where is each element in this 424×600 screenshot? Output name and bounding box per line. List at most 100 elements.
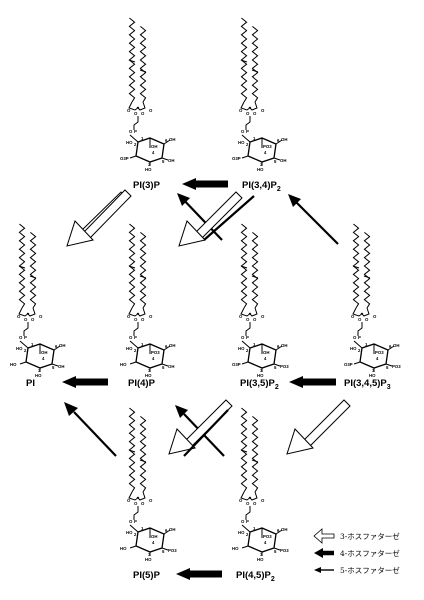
c4-substituent: OH: [41, 350, 47, 355]
ring-number-4: 4: [264, 150, 267, 155]
glycerol-o: O: [253, 501, 257, 506]
c3-substituent: HO: [120, 362, 127, 367]
c-lower-hydroxyl: HO: [257, 167, 264, 172]
c2-hydroxyl: HO: [350, 346, 357, 351]
label-pi35p2: PI(3,5)P2: [240, 378, 279, 391]
ester-left: [128, 491, 140, 501]
ring-number-1: 1: [253, 342, 256, 347]
label-pi5p: PI(5)P: [133, 570, 161, 581]
c6-hydroxyl: OH: [281, 137, 287, 142]
c2-hydroxyl: HO: [238, 530, 245, 535]
c1-bond: [353, 340, 363, 349]
glycerol-o: O: [141, 111, 145, 116]
ring-number-6: 6: [389, 344, 392, 349]
ring-number-6: 6: [165, 138, 168, 143]
c5-substituent: PO3: [392, 364, 401, 369]
chain-kink: [240, 59, 248, 63]
ester-right: [248, 101, 258, 111]
c1-bond: [129, 524, 139, 533]
glycerol-backbone: [133, 322, 139, 336]
c-lower-hydroxyl: HO: [35, 373, 42, 378]
c-lower-hydroxyl: HO: [145, 373, 152, 378]
ester-right: [26, 307, 36, 317]
c3-bond: [241, 361, 249, 365]
ring-number-5: 5: [52, 365, 55, 370]
c5-substituent: OH: [168, 158, 174, 163]
c3-bond: [241, 545, 249, 549]
glycerol-backbone: [23, 322, 29, 336]
glycerol-o: O: [246, 111, 250, 116]
acyl-chain-2: [29, 232, 37, 309]
carbonyl-o-right: O: [149, 314, 153, 319]
phosphate-p: P: [134, 519, 137, 524]
carbonyl-o-right: O: [149, 108, 153, 113]
legend: 3-ホスファターゼ 4-ホスファターゼ 5-ホスファターゼ: [313, 528, 400, 575]
c3-bond: [129, 545, 137, 549]
ring-number-5: 5: [162, 365, 165, 370]
chain-kink: [363, 275, 371, 279]
phosphate-p: P: [246, 335, 249, 340]
ring-number-2: 2: [134, 142, 137, 147]
c6-hydroxyl: OH: [281, 527, 287, 532]
chain-kink: [240, 265, 248, 269]
carbonyl-o-left: O: [351, 314, 355, 319]
glycerol-backbone: [245, 506, 251, 520]
c4-substituent: OH: [151, 144, 157, 149]
c3-substituent: HO: [120, 546, 127, 551]
glycerol-o: O: [246, 501, 250, 506]
glycerol-o: O: [31, 317, 35, 322]
acyl-chain-2: [363, 232, 371, 309]
c2-hydroxyl: HO: [126, 346, 133, 351]
glycerol-o: O: [358, 317, 362, 322]
c-lower-hydroxyl: HO: [145, 167, 152, 172]
phosphate-o: O: [19, 335, 23, 340]
c5-substituent: OH: [280, 158, 286, 163]
glycerol-o: O: [134, 317, 138, 322]
ester-left: [18, 307, 30, 317]
phosphate-o: O: [241, 519, 245, 524]
arrow-pi45p2-to-pi5p: [176, 568, 222, 580]
ring-number-6: 6: [55, 344, 58, 349]
ring-number-4: 4: [376, 356, 379, 361]
label-pi3p: PI(3)P: [133, 180, 161, 191]
legend-item-4-phosphatase: 4-ホスファターゼ: [314, 548, 400, 558]
acyl-chain-2: [251, 416, 259, 493]
c4-substituent: PO3: [375, 350, 384, 355]
ring-number-2: 2: [358, 348, 361, 353]
ring-number-2: 2: [246, 142, 249, 147]
chain-kink: [240, 449, 248, 453]
chain-kink: [251, 69, 259, 73]
ring-number-6: 6: [165, 528, 168, 533]
c6-bond: [163, 139, 171, 145]
glycerol-o: O: [141, 317, 145, 322]
arrow-pi4p-to-pi: [62, 376, 108, 388]
phosphate-o: O: [241, 129, 245, 134]
label-pi: PI: [26, 378, 35, 389]
ring-number-6: 6: [165, 344, 168, 349]
arrow-pi4p-to-pi5p-cross-thin: [183, 409, 229, 457]
ring-number-2: 2: [134, 532, 137, 537]
c5-bond: [161, 157, 169, 161]
carbonyl-o-right: O: [373, 314, 377, 319]
phosphate-p: P: [358, 335, 361, 340]
phosphate-o: O: [241, 335, 245, 340]
phosphate-p: P: [246, 129, 249, 134]
phosphate-o: O: [129, 335, 133, 340]
ring-number-5: 5: [162, 159, 165, 164]
c6-bond: [275, 139, 283, 145]
c-lower-hydroxyl: HO: [369, 373, 376, 378]
chain-kink: [352, 265, 360, 269]
ring-number-2: 2: [24, 348, 27, 353]
c1-bond: [241, 134, 251, 143]
legend-text-4-phosphatase: 4-ホスファターゼ: [340, 548, 400, 558]
c5-bond: [161, 363, 169, 367]
ring-number-4: 4: [152, 356, 155, 361]
label-pi345p3: PI(3,4,5)P3: [344, 378, 391, 391]
legend-text-5-phosphatase: 5-ホスファターゼ: [340, 565, 400, 575]
glycerol-backbone: [245, 322, 251, 336]
ring-number-6: 6: [277, 344, 280, 349]
